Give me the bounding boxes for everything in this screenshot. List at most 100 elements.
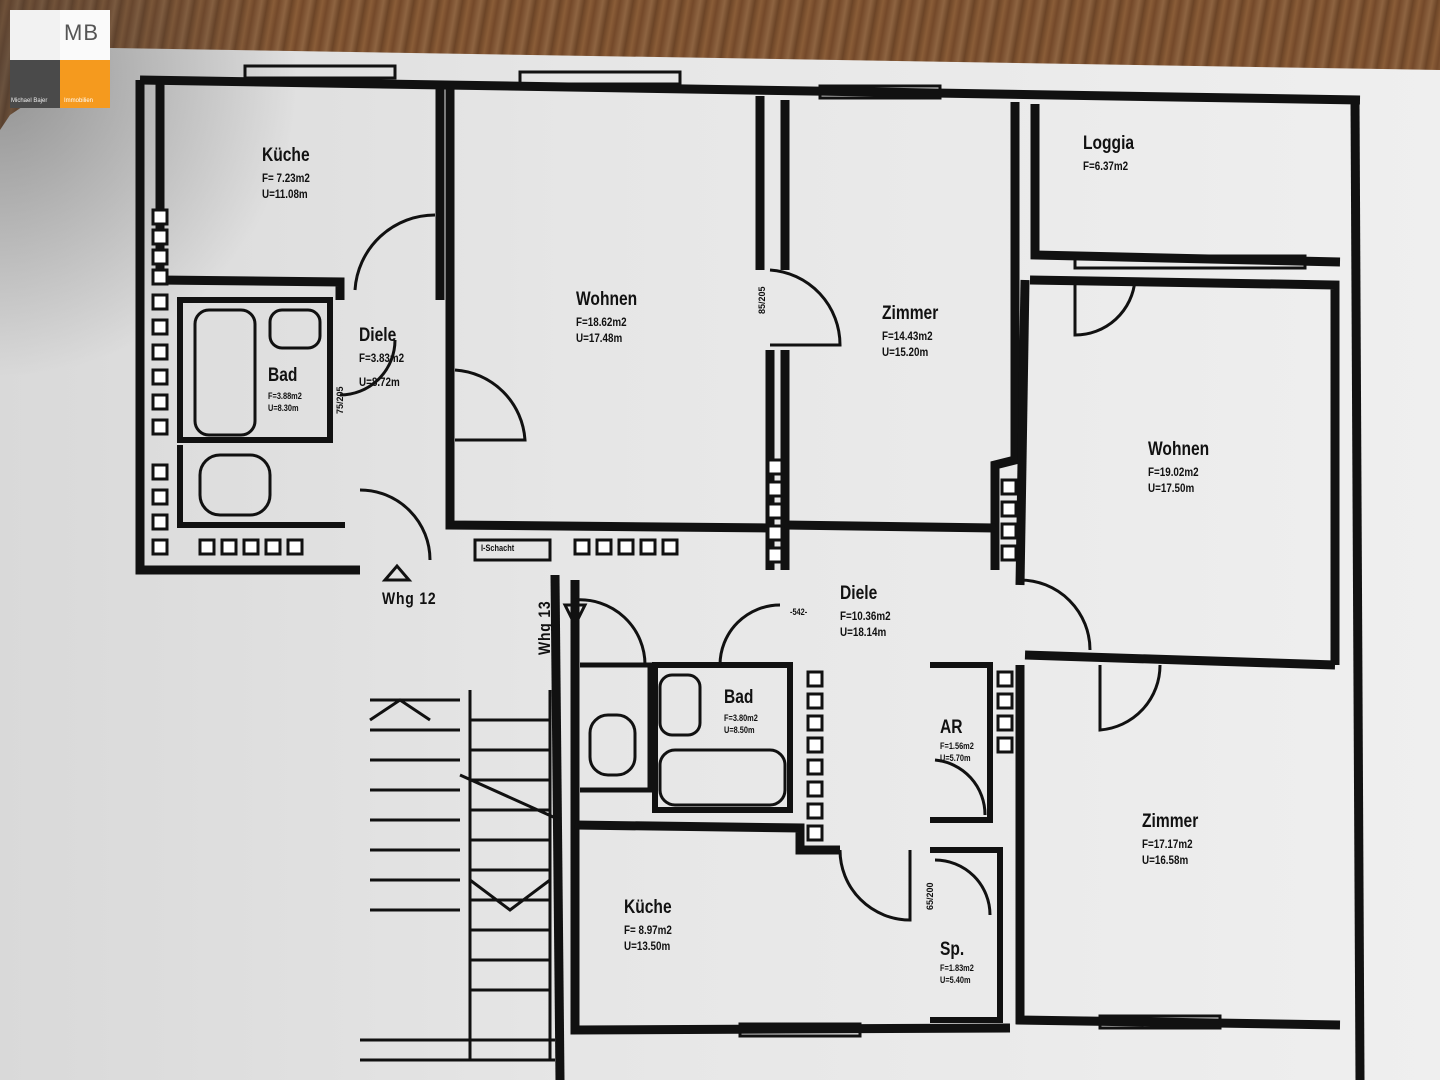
- room-kueche2-area: F= 8.97m2: [624, 923, 672, 937]
- wall-wohnen2-left: [1015, 279, 1030, 586]
- window-3: [818, 84, 942, 100]
- wall-kueche1: [155, 80, 345, 300]
- room-bad1-perimeter: U=8.30m: [268, 403, 299, 413]
- unit-label-whg12: Whg 12: [382, 589, 437, 608]
- room-kueche1-name: Küche: [262, 145, 310, 166]
- door-arc-bad2: [718, 603, 781, 666]
- room-diele1-area: F=3.83m2: [359, 351, 405, 365]
- wall-wohnen2: [1029, 275, 1340, 665]
- door-arc-sp: [934, 858, 992, 916]
- wall-bad2: [652, 662, 793, 813]
- sink-2: [658, 673, 702, 737]
- room-diele1-name: Diele: [359, 325, 397, 346]
- staircase: [360, 690, 561, 1062]
- room-sp-perimeter: U=5.40m: [940, 975, 971, 985]
- room-bad1-area: F=3.88m2: [268, 391, 302, 401]
- wall-zimmer2: [1015, 665, 1341, 1030]
- wall-zimmer1-bottom: [784, 520, 996, 533]
- room-kueche1-area: F= 7.23m2: [262, 171, 310, 185]
- wall-wohnen2-bottom: [1024, 650, 1336, 670]
- room-wohnen1-name: Wohnen: [576, 289, 638, 310]
- door-arc-kueche2: [838, 849, 912, 922]
- door-arc-ar: [934, 758, 987, 816]
- dimension-542: -542-: [790, 607, 808, 617]
- wall-zimmer1-right: [990, 102, 1020, 570]
- room-ar-area: F=1.56m2: [940, 741, 974, 751]
- room-zimmer1-perimeter: U=15.20m: [882, 345, 929, 359]
- door-arc-zimmer1: [769, 268, 842, 347]
- room-wohnen2-name: Wohnen: [1148, 439, 1210, 460]
- wall-kueche2: [570, 580, 1011, 1035]
- room-ar-perimeter: U=5.70m: [940, 753, 971, 763]
- room-diele2-perimeter: U=18.14m: [840, 625, 887, 639]
- unit-label-whg13: Whg 13: [535, 600, 554, 655]
- sink-1: [268, 308, 322, 350]
- wall-wc2: [580, 662, 653, 793]
- wall-ar: [930, 662, 993, 823]
- door-arc-wohnen2: [1073, 279, 1137, 337]
- toilet-1: [198, 453, 272, 517]
- room-loggia-area: F=6.37m2: [1083, 159, 1129, 173]
- room-wohnen1-area: F=18.62m2: [576, 315, 627, 329]
- brand-name: Michael Bajer: [11, 98, 48, 104]
- room-zimmer2-name: Zimmer: [1142, 811, 1199, 832]
- room-wohnen2-area: F=19.02m2: [1148, 465, 1199, 479]
- bathtub-1: [193, 308, 257, 437]
- room-bad1-name: Bad: [268, 365, 298, 386]
- window-1: [243, 64, 397, 80]
- wall-bad1: [177, 297, 333, 443]
- door-arc-entry12: [359, 488, 432, 561]
- room-kueche2-name: Küche: [624, 897, 672, 918]
- window-2: [518, 70, 682, 86]
- door-size-zimmer1: 85/205: [757, 286, 767, 314]
- room-loggia-name: Loggia: [1083, 133, 1135, 154]
- room-zimmer2-perimeter: U=16.58m: [1142, 853, 1189, 867]
- door-arc-kueche1: [353, 213, 436, 291]
- room-kueche1-perimeter: U=11.08m: [262, 187, 308, 201]
- door-arc-wc2: [574, 598, 647, 666]
- wall-wohnen1: [445, 88, 771, 533]
- room-zimmer1-area: F=14.43m2: [882, 329, 933, 343]
- wall-kueche2-top: [574, 820, 840, 855]
- room-kueche2-perimeter: U=13.50m: [624, 939, 671, 953]
- room-bad2-name: Bad: [724, 687, 754, 708]
- entry-markers: [381, 563, 588, 629]
- room-bad2-area: F=3.80m2: [724, 713, 758, 723]
- room-bad2-perimeter: U=8.50m: [724, 725, 755, 735]
- window-6: [738, 1022, 862, 1038]
- bathtub-2: [658, 748, 787, 807]
- room-zimmer2-area: F=17.17m2: [1142, 837, 1193, 851]
- wall-outer-top: [139, 75, 1361, 105]
- room-diele1-perimeter: U=8.72m: [359, 375, 400, 389]
- wall-sp: [930, 847, 1003, 1023]
- room-diele2-name: Diele: [840, 583, 878, 604]
- door-arc-diele2: [1019, 578, 1092, 651]
- wall-loggia: [1030, 104, 1341, 267]
- wall-outer-right: [1350, 99, 1365, 1080]
- door-arc-wohnen1: [454, 368, 527, 442]
- room-ar-name: AR: [940, 717, 963, 738]
- toilet-2: [588, 713, 637, 777]
- chimney-blocks: [151, 208, 1018, 842]
- room-wohnen1-perimeter: U=17.48m: [576, 331, 623, 345]
- room-diele2-area: F=10.36m2: [840, 609, 891, 623]
- door-size-bad1: 75/205: [335, 386, 345, 414]
- wall-outer-left: [135, 80, 360, 575]
- door-arc-zimmer2: [1098, 664, 1162, 732]
- room-wohnen2-perimeter: U=17.50m: [1148, 481, 1195, 495]
- wall-wc1: [177, 445, 345, 528]
- company-logo: MB Michael Bajer Immobilien: [10, 10, 110, 108]
- wall-lower-left: [550, 574, 565, 1080]
- room-sp-area: F=1.83m2: [940, 963, 974, 973]
- room-zimmer1-name: Zimmer: [882, 303, 939, 324]
- brand-tagline: Immobilien: [64, 98, 94, 104]
- door-size-sp: 65/200: [925, 882, 935, 910]
- room-sp-name: Sp.: [940, 939, 965, 960]
- door-arc-bad1: [339, 339, 397, 397]
- shaft-label: I-Schacht: [481, 543, 515, 553]
- window-5: [1098, 1014, 1222, 1030]
- window-4: [1073, 254, 1307, 270]
- logo-text: MB: [64, 20, 99, 45]
